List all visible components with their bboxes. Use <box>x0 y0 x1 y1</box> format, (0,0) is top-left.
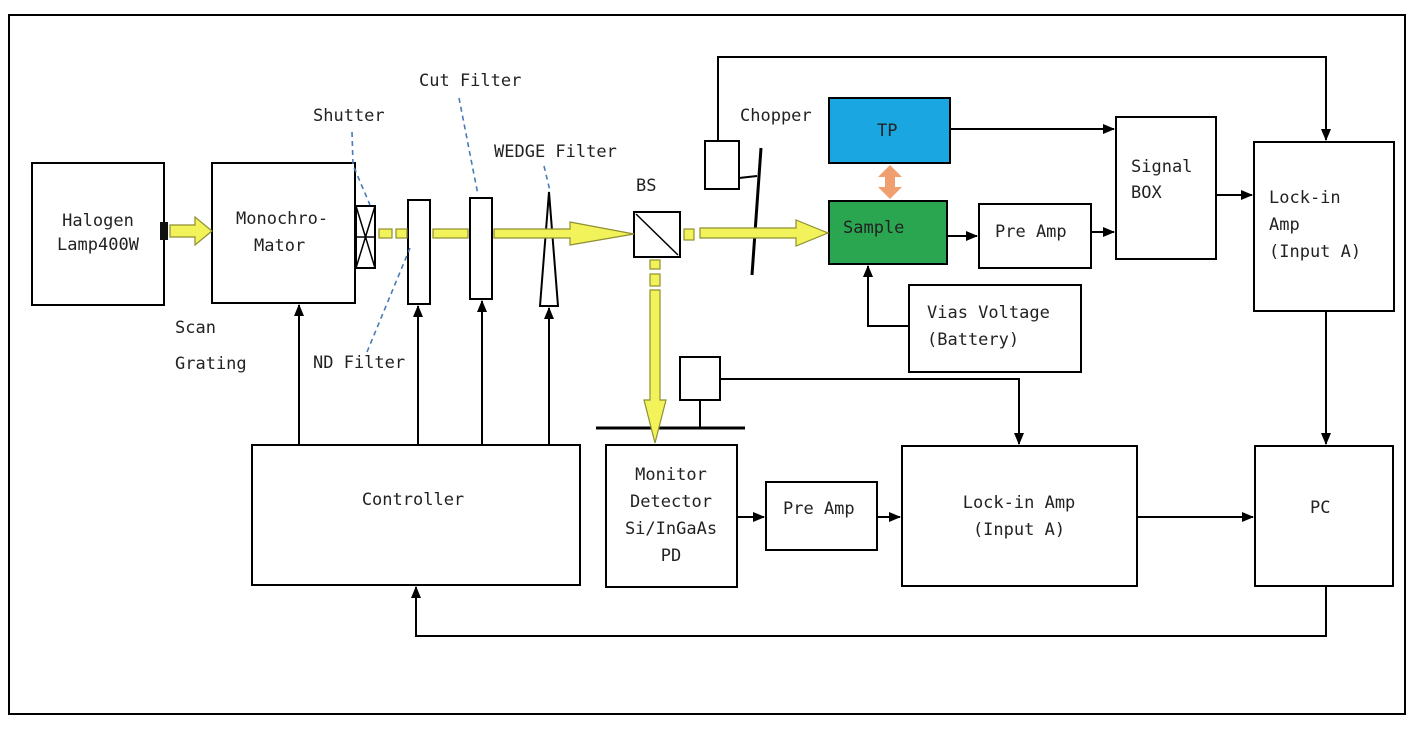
beam-to-monitor-arrow <box>643 289 667 444</box>
beam-dash-2 <box>395 228 408 239</box>
tp-box <box>828 97 951 164</box>
wedge-filter-label: WEDGE Filter <box>494 142 617 162</box>
lamp-beam-port <box>160 222 168 240</box>
pc-box <box>1254 445 1394 587</box>
halogen-lamp-label-1: Halogen <box>62 211 134 231</box>
monitor-detector-label-3: Si/InGaAs <box>625 519 717 539</box>
halogen-lamp-label-2: Lamp400W <box>57 235 140 255</box>
bias-voltage-box <box>908 284 1082 373</box>
tp-label: TP <box>877 121 897 141</box>
beam-dash-4 <box>683 228 695 241</box>
chopper-shaft <box>738 175 758 179</box>
bias-voltage-label-1: Vias Voltage <box>927 303 1050 323</box>
controller-label: Controller <box>362 490 464 510</box>
beam-main-arrow <box>493 221 635 246</box>
nd-filter-plate <box>407 199 431 305</box>
scan-grating-label-2: Grating <box>175 354 247 374</box>
beam-dash-down-2 <box>649 273 661 287</box>
shutter-cross <box>355 205 376 269</box>
scan-grating-label-1: Scan <box>175 318 216 338</box>
wire-pc-to-controller <box>411 586 1327 637</box>
monochromator-label-1: Monochro- <box>236 209 328 229</box>
beam-dash-3 <box>432 228 469 239</box>
preamp-bottom-label: Pre Amp <box>783 499 855 519</box>
beam-to-sample-arrow <box>699 219 830 247</box>
wedge-filter-shape <box>538 191 560 307</box>
monitor-detector-label-4: PD <box>661 546 681 566</box>
signal-box <box>1115 116 1217 260</box>
beam-dash-down-1 <box>649 259 661 270</box>
beam-dash-1 <box>378 228 393 239</box>
monochromator-label-2: Mator <box>254 236 305 256</box>
cut-filter-plate <box>469 197 493 300</box>
lockin-bottom-label-1: Lock-in Amp <box>963 493 1076 513</box>
preamp-top-box <box>978 203 1092 269</box>
bs-label: BS <box>636 176 656 196</box>
nd-filter-leader-line <box>366 247 411 353</box>
lockin-top-label-1: Lock-in <box>1269 188 1341 208</box>
bias-voltage-label-2: (Battery) <box>927 330 1019 350</box>
sample-box <box>828 200 948 265</box>
preamp-top-label: Pre Amp <box>995 222 1067 242</box>
beam-splitter-mirror <box>635 213 679 256</box>
nd-filter-label: ND Filter <box>313 353 405 373</box>
lockin-top-box <box>1253 141 1395 312</box>
monitor-detector-label-2: Detector <box>630 492 712 512</box>
lockin-top-label-3: (Input A) <box>1269 242 1361 262</box>
preamp-bottom-box <box>765 481 878 551</box>
pc-label: PC <box>1310 498 1330 518</box>
wire-bias-to-sample <box>863 265 909 327</box>
wire-chopper-reference-to-lockin <box>717 56 1331 141</box>
halogen-lamp-box <box>31 162 165 306</box>
lockin-bottom-box <box>901 445 1138 587</box>
controller-box <box>251 444 581 586</box>
monitor-detector-label-1: Monitor <box>635 465 707 485</box>
cut-filter-label: Cut Filter <box>419 71 521 91</box>
shutter-leader-line <box>351 131 371 206</box>
lockin-top-label-2: Amp <box>1269 215 1300 235</box>
beam-lamp-to-monochromator <box>169 215 213 247</box>
tp-sample-coupling-arrow <box>878 165 902 199</box>
signal-box-label-1: Signal <box>1131 157 1192 177</box>
lockin-bottom-label-2: (Input A) <box>973 520 1065 540</box>
cut-filter-leader-line <box>458 97 479 196</box>
shutter-label: Shutter <box>313 106 385 126</box>
signal-box-label-2: BOX <box>1131 183 1162 203</box>
diagram-frame <box>8 14 1406 715</box>
wedge-filter-leader-line <box>543 165 551 192</box>
wire-reference-sensor-to-lockin <box>720 378 1024 445</box>
reference-sensor-box <box>679 356 721 401</box>
sample-label: Sample <box>843 218 904 238</box>
chopper-motor-box <box>704 140 740 190</box>
monochromator-box <box>211 162 356 304</box>
chopper-label: Chopper <box>740 106 812 126</box>
chopper-blade <box>750 147 763 276</box>
